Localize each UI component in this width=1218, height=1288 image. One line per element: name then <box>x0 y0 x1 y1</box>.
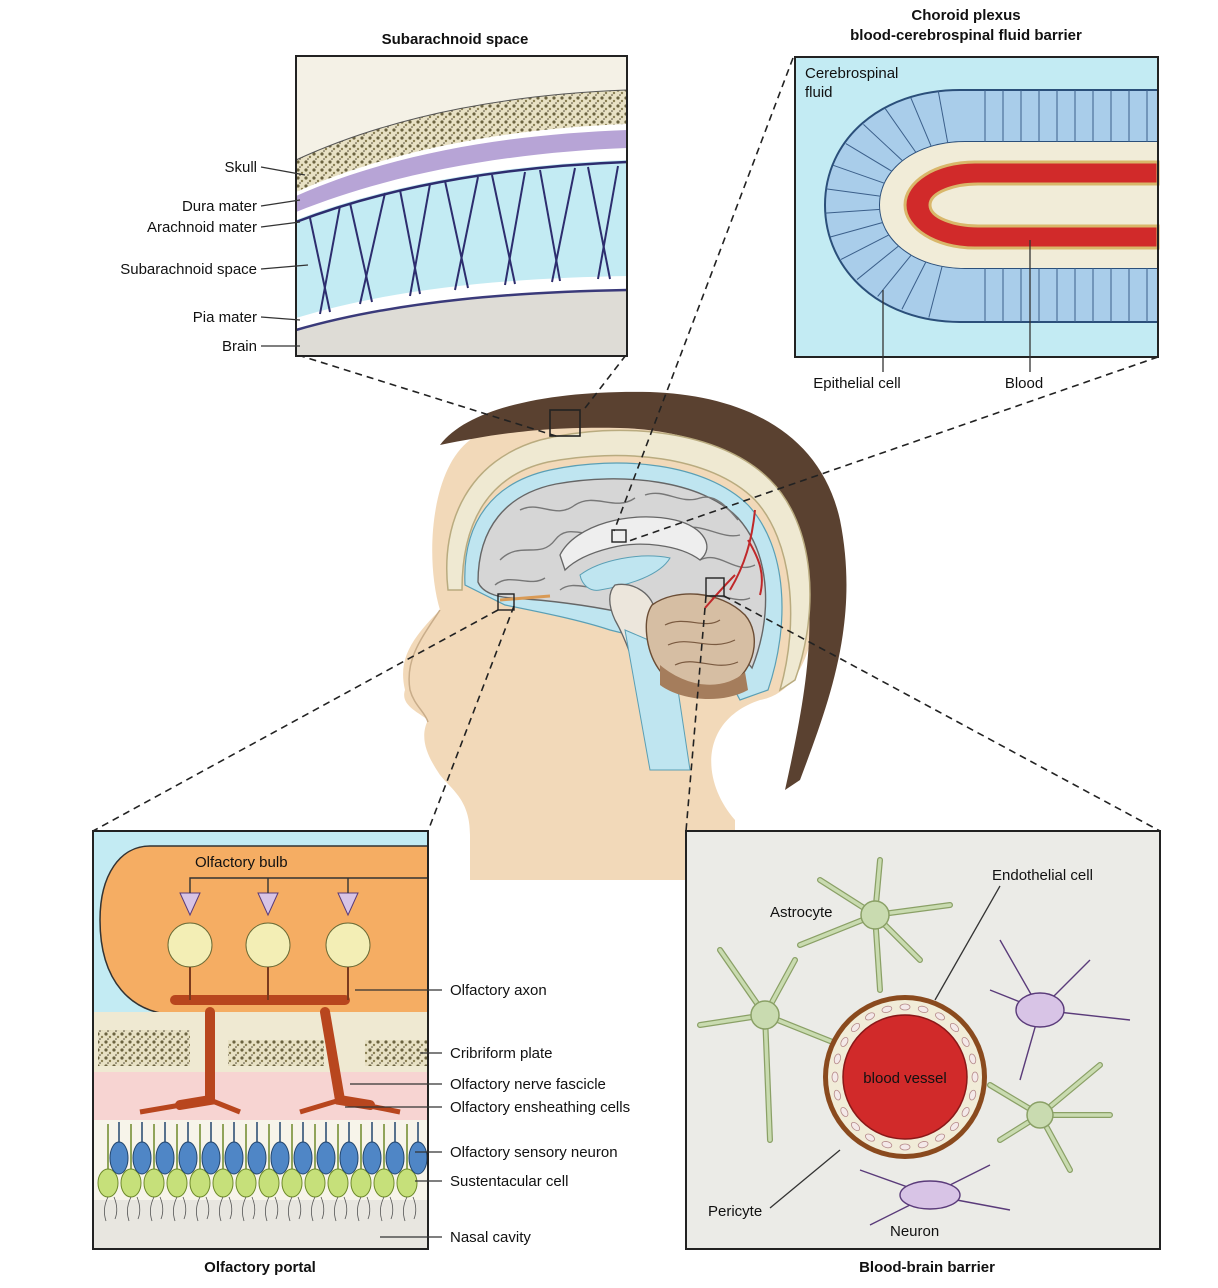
sensory-neuron <box>156 1142 174 1174</box>
choroid-title-line2: blood-cerebrospinal fluid barrier <box>850 27 1082 44</box>
choroid-plexus-panel: Choroid plexus blood-cerebrospinal fluid… <box>795 7 1158 392</box>
sensory-neuron <box>271 1142 289 1174</box>
endothelial-cell <box>900 1004 910 1010</box>
sustentacular-cell <box>397 1169 417 1197</box>
sustentacular-cell <box>213 1169 233 1197</box>
sensory-neuron <box>294 1142 312 1174</box>
sensory-neuron <box>386 1142 404 1174</box>
label-blood-vessel: blood vessel <box>863 1070 946 1087</box>
sustentacular-cell <box>351 1169 371 1197</box>
sustentacular-cell <box>374 1169 394 1197</box>
label-subarachnoid-space: Subarachnoid space <box>120 261 257 278</box>
sustentacular-cell <box>167 1169 187 1197</box>
sustentacular-cell <box>98 1169 118 1197</box>
label-csf-line2: fluid <box>805 84 833 101</box>
sensory-neuron <box>248 1142 266 1174</box>
label-pericyte: Pericyte <box>708 1203 762 1220</box>
sensory-neuron <box>363 1142 381 1174</box>
sustentacular-cell <box>305 1169 325 1197</box>
label-neuron: Neuron <box>890 1223 939 1240</box>
olfactory-portal-panel: Olfactory bulb Olfactory axon Cribriform… <box>93 831 630 1249</box>
neuron-lower <box>900 1181 960 1209</box>
label-pia-mater: Pia mater <box>193 309 257 326</box>
subarachnoid-panel: Subarachnoid space Skull Dura mater Ara <box>120 31 627 356</box>
sensory-neuron <box>133 1142 151 1174</box>
label-sustentacular-cell: Sustentacular cell <box>450 1173 568 1190</box>
endothelial-cell <box>832 1072 838 1082</box>
sensory-neuron <box>202 1142 220 1174</box>
olfactory-portal-title: Olfactory portal <box>204 1259 316 1276</box>
label-cribriform-plate: Cribriform plate <box>450 1045 553 1062</box>
sustentacular-cell <box>282 1169 302 1197</box>
label-csf-line1: Cerebrospinal <box>805 65 898 82</box>
endothelial-cell <box>972 1072 978 1082</box>
neuron-upper <box>1016 993 1064 1027</box>
label-astrocyte: Astrocyte <box>770 904 833 921</box>
sustentacular-cell <box>144 1169 164 1197</box>
label-olfactory-sensory-neuron: Olfactory sensory neuron <box>450 1144 618 1161</box>
endothelial-cell <box>900 1144 910 1150</box>
bbb-title: Blood-brain barrier <box>859 1259 995 1276</box>
head-sagittal-section <box>403 392 846 880</box>
sustentacular-cell <box>190 1169 210 1197</box>
sustentacular-cell <box>236 1169 256 1197</box>
label-skull: Skull <box>224 159 257 176</box>
sustentacular-cell <box>121 1169 141 1197</box>
sensory-neuron <box>110 1142 128 1174</box>
sensory-neuron <box>340 1142 358 1174</box>
label-olfactory-nerve-fascicle: Olfactory nerve fascicle <box>450 1076 606 1093</box>
choroid-title-line1: Choroid plexus <box>911 7 1020 24</box>
subarachnoid-title: Subarachnoid space <box>382 31 529 48</box>
sustentacular-cell <box>328 1169 348 1197</box>
glomeruli <box>168 923 370 967</box>
label-epithelial-cell: Epithelial cell <box>813 375 901 392</box>
sensory-neuron <box>179 1142 197 1174</box>
label-olfactory-axon: Olfactory axon <box>450 982 547 999</box>
sensory-neuron <box>317 1142 335 1174</box>
label-brain: Brain <box>222 338 257 355</box>
sensory-neuron <box>409 1142 427 1174</box>
sensory-neuron <box>225 1142 243 1174</box>
label-arachnoid-mater: Arachnoid mater <box>147 219 257 236</box>
label-olfactory-bulb: Olfactory bulb <box>195 854 288 871</box>
sustentacular-cell <box>259 1169 279 1197</box>
label-dura-mater: Dura mater <box>182 198 257 215</box>
blood-brain-barrier-panel: Endothelial cell Astrocyte blood vessel … <box>686 831 1160 1249</box>
label-nasal-cavity: Nasal cavity <box>450 1229 531 1246</box>
label-olfactory-ensheathing-cells: Olfactory ensheathing cells <box>450 1099 630 1116</box>
label-blood: Blood <box>1005 375 1043 392</box>
label-endothelial-cell: Endothelial cell <box>992 867 1093 884</box>
